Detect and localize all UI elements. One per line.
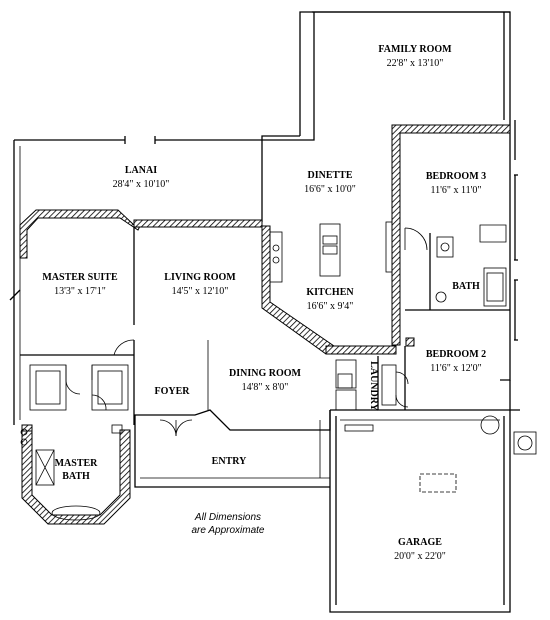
kitchen-dims: 16'6" x 9'4" [307, 301, 354, 312]
note-line-1: All Dimensions [194, 512, 261, 523]
dinette-dims: 16'6" x 10'0" [304, 184, 356, 195]
bedroom2-dims: 11'6" x 12'0" [430, 363, 481, 374]
note-line-2: are Approximate [192, 525, 265, 536]
dinette-label: DINETTE [307, 170, 352, 181]
bedroom2-label: BEDROOM 2 [426, 349, 486, 360]
outer-walls [13, 11, 520, 613]
family-room-label: FAMILY ROOM [378, 44, 452, 55]
bedroom3-dims: 11'6" x 11'0" [430, 185, 481, 196]
living-room-dims: 14'5" x 12'10" [172, 286, 229, 297]
dining-room-dims: 14'8" x 8'0" [242, 382, 289, 393]
foyer-label: FOYER [155, 386, 191, 397]
living-room-label: LIVING ROOM [164, 272, 236, 283]
master-bath-label-2: BATH [62, 471, 90, 482]
thick-walls [19, 124, 511, 525]
garage-label: GARAGE [398, 537, 442, 548]
dining-room-label: DINING ROOM [229, 368, 302, 379]
entry-label: ENTRY [212, 456, 247, 467]
bedroom3-label: BEDROOM 3 [426, 171, 486, 182]
master-bath-label-1: MASTER [55, 458, 99, 469]
interior-walls [9, 174, 537, 521]
laundry-label: LAUNDRY [368, 361, 379, 411]
master-suite-dims: 13'3" x 17'1" [54, 286, 106, 297]
family-room-dims: 22'8" x 13'10" [387, 58, 444, 69]
master-suite-label: MASTER SUITE [42, 272, 118, 283]
lanai-dims: 28'4" x 10'10" [113, 179, 170, 190]
bath-label: BATH [452, 281, 480, 292]
lanai-label: LANAI [125, 165, 157, 176]
garage-dims: 20'0" x 22'0" [394, 551, 446, 562]
kitchen-label: KITCHEN [306, 287, 354, 298]
